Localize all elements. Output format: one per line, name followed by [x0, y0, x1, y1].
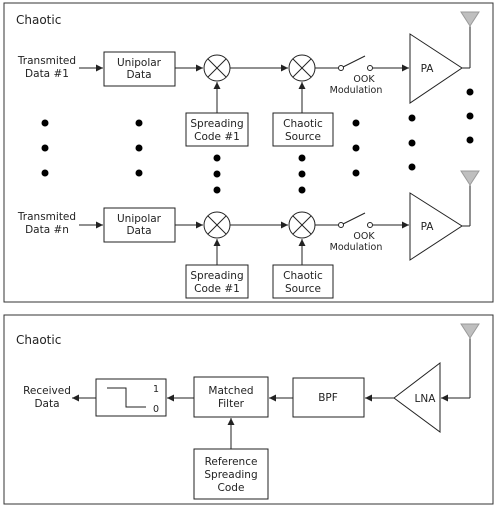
rx-output-line2: Data	[34, 398, 59, 410]
ch1-mixer1	[203, 54, 231, 82]
ch1-spreading-line2: Code #1	[194, 131, 240, 143]
chn-unipolar-box	[103, 207, 176, 243]
rx-decision-box	[95, 378, 167, 417]
chn-ook-switch	[315, 212, 409, 229]
rx-matched-filter-box	[193, 376, 269, 418]
ch1-unipolar-box	[103, 51, 176, 87]
chn-unipolar-line1: Unipolar	[117, 213, 162, 225]
ch1-chaotic-box	[272, 112, 334, 147]
rx-decision-low: 0	[153, 404, 159, 415]
chn-pa-amplifier	[409, 192, 463, 261]
ch1-spreading-box	[185, 112, 249, 147]
chn-unipolar-line2: Data	[126, 225, 151, 237]
rx-reference-line3: Code	[218, 482, 245, 494]
chn-spreading-line2: Code #1	[194, 283, 240, 295]
chn-chaotic-line1: Chaotic	[283, 270, 323, 282]
ch1-unipolar-line1: Unipolar	[117, 57, 162, 69]
rx-output-line1: Received	[23, 385, 71, 397]
chn-mixer1	[203, 211, 231, 239]
chn-input-line2: Data #n	[25, 224, 69, 236]
rx-reference-line1: Reference	[205, 456, 258, 468]
channel-n: Transmited Data #n Unipolar Data Spreadi…	[17, 170, 480, 299]
chn-chaotic-box	[272, 264, 334, 299]
chn-antenna-icon	[460, 170, 480, 186]
rx-matched-filter-line2: Filter	[218, 398, 245, 410]
rx-decision-high: 1	[153, 384, 159, 395]
rx-lna-label: LNA	[415, 393, 437, 405]
rx-reference-box	[193, 448, 269, 500]
transmitter-title: Chaotic	[16, 13, 61, 27]
receiver-panel: Chaotic Received Data 1 0 Matched Filter…	[3, 314, 494, 505]
ch1-chaotic-line2: Source	[285, 131, 321, 143]
ch1-mixer2	[288, 54, 316, 82]
rx-reference-line2: Spreading	[204, 469, 257, 481]
ch1-chaotic-line1: Chaotic	[283, 118, 323, 130]
ellipsis-dots	[41, 88, 474, 194]
rx-decision-step-icon	[107, 387, 146, 408]
ch1-input-line1: Transmited	[17, 55, 76, 67]
rx-bpf-label: BPF	[318, 392, 338, 404]
ch1-pa-label: PA	[421, 63, 435, 75]
chn-ook-line1: OOK	[353, 231, 375, 242]
ch1-ook-line1: OOK	[353, 74, 375, 85]
ch1-unipolar-line2: Data	[126, 69, 151, 81]
chn-chaotic-line2: Source	[285, 283, 321, 295]
chn-ook-line2: Modulation	[330, 242, 383, 253]
ch1-pa-amplifier	[409, 33, 463, 104]
rx-bpf-box	[292, 377, 365, 418]
chn-input-line1: Transmited	[17, 211, 76, 223]
ch1-ook-switch	[315, 55, 409, 72]
receiver-title: Chaotic	[16, 333, 61, 347]
ch1-antenna-icon	[460, 11, 480, 27]
chn-spreading-box	[185, 264, 249, 299]
chn-pa-label: PA	[421, 221, 435, 233]
ch1-spreading-line1: Spreading	[190, 118, 243, 130]
rx-matched-filter-line1: Matched	[208, 385, 253, 397]
ch1-ook-line2: Modulation	[330, 85, 383, 96]
channel-1: Transmited Data #1 Unipolar Data Spreadi…	[17, 11, 480, 147]
chn-spreading-line1: Spreading	[190, 270, 243, 282]
chn-mixer2	[288, 211, 316, 239]
rx-lna-amplifier	[393, 361, 441, 433]
rx-antenna-icon	[460, 323, 480, 339]
transmitter-panel: Chaotic Transmited Data #1 Unipolar Data…	[3, 2, 494, 303]
ch1-input-line2: Data #1	[25, 68, 69, 80]
